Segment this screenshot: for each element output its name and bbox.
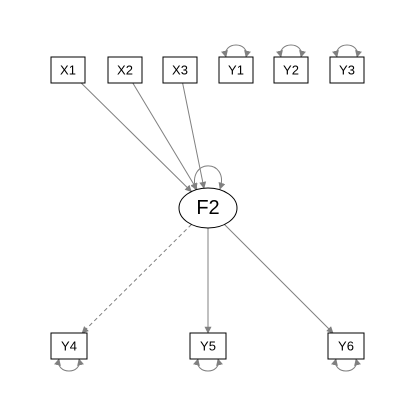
observed-box	[218, 56, 254, 84]
variance-loop-y6	[331, 358, 361, 372]
node-label: Y1	[228, 63, 244, 78]
node-label: F2	[196, 197, 219, 219]
node-label: X2	[117, 63, 133, 78]
node-label: Y2	[283, 63, 299, 78]
node-y5: Y5	[189, 332, 227, 360]
edge-x1-to-f2	[80, 82, 192, 193]
node-label: X1	[60, 63, 76, 78]
node-x2: X2	[107, 56, 143, 84]
observed-box	[107, 56, 143, 84]
node-y3: Y3	[329, 56, 365, 84]
variance-loop-y3	[332, 44, 362, 58]
node-y2: Y2	[273, 56, 309, 84]
node-y6: Y6	[327, 332, 365, 360]
observed-box	[50, 332, 88, 360]
observed-box	[50, 56, 86, 84]
variance-loop-y5	[193, 358, 223, 372]
node-label: Y3	[339, 63, 355, 78]
node-label: X3	[172, 63, 188, 78]
node-x3: X3	[162, 56, 198, 84]
observed-box	[273, 56, 309, 84]
variance-loop-y1	[221, 44, 251, 58]
variance-loop-y2	[276, 44, 306, 58]
edge-x3-to-f2	[182, 82, 207, 189]
node-y1: Y1	[218, 56, 254, 84]
node-f2: F2	[178, 187, 238, 229]
latent-ellipse	[178, 187, 238, 229]
node-label: Y6	[338, 339, 354, 354]
variance-loop-y4	[54, 358, 84, 372]
node-y4: Y4	[50, 332, 88, 360]
edge-f2-to-y4	[81, 224, 192, 334]
observed-box	[162, 56, 198, 84]
node-label: Y5	[200, 339, 216, 354]
node-x1: X1	[50, 56, 86, 84]
edge-f2-to-y6	[224, 224, 334, 334]
observed-box	[189, 332, 227, 360]
node-label: Y4	[61, 339, 77, 354]
variance-loop-f2	[190, 165, 226, 191]
observed-box	[327, 332, 365, 360]
edge-x2-to-f2	[132, 82, 198, 191]
observed-box	[329, 56, 365, 84]
